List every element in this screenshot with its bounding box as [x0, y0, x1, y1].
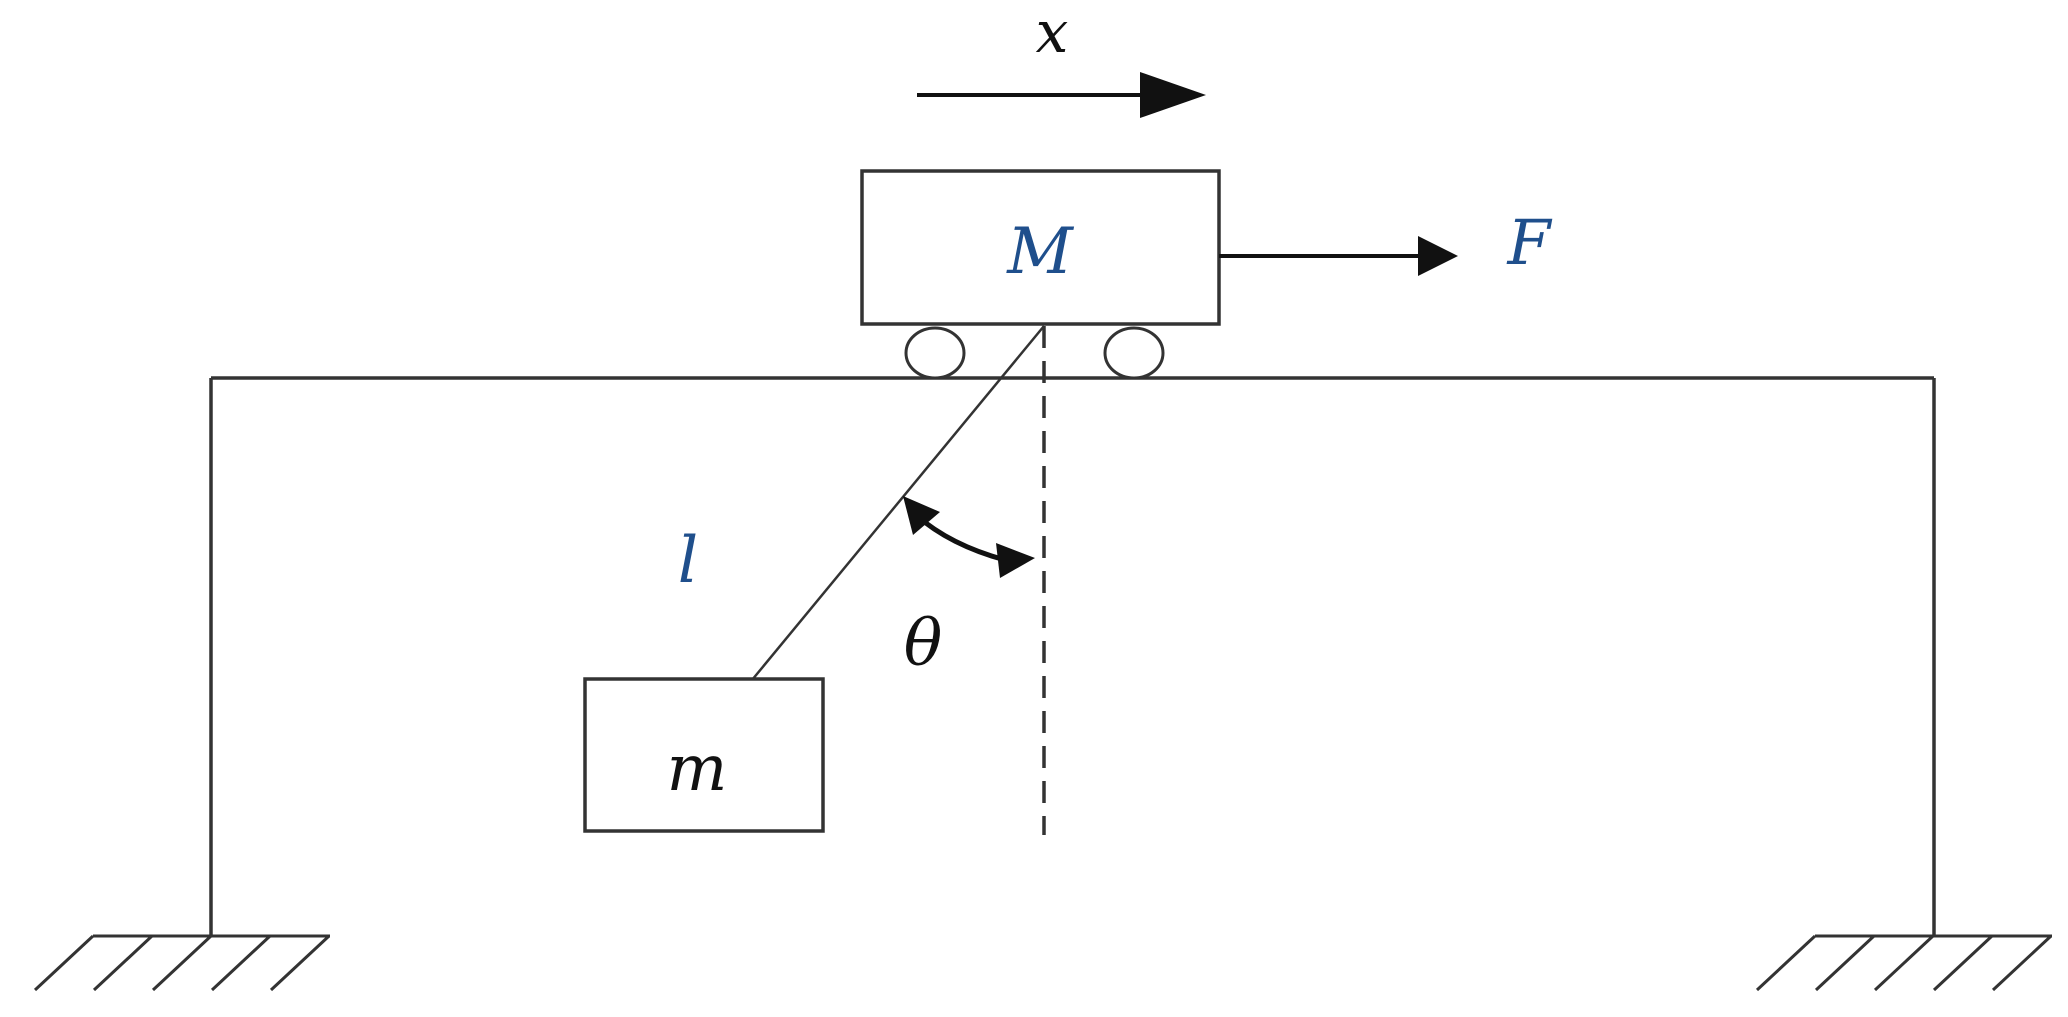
gantry-frame: [209, 376, 1936, 936]
x-arrow-head: [1140, 72, 1206, 118]
left-wheel: [904, 326, 966, 380]
cart-mass-label: M: [1006, 215, 1074, 289]
angle-arrow-head-right: [996, 543, 1035, 578]
force-label: F: [1506, 206, 1552, 279]
right-wheel: [1103, 326, 1165, 380]
theta-label: θ: [904, 607, 943, 681]
angle-arrow-head-left: [903, 496, 940, 535]
load-box: [583, 677, 825, 833]
force-arrow-head: [1418, 236, 1458, 276]
angle-arc: [914, 513, 1006, 563]
right-ground-hatch: [1755, 934, 2053, 992]
x-label: x: [1036, 0, 1069, 66]
left-ground-hatch: [33, 934, 331, 992]
cart-box: [860, 169, 1221, 326]
rope-length-label: l: [678, 524, 698, 598]
load-mass-label: m: [667, 732, 728, 806]
rope: [751, 325, 1045, 681]
